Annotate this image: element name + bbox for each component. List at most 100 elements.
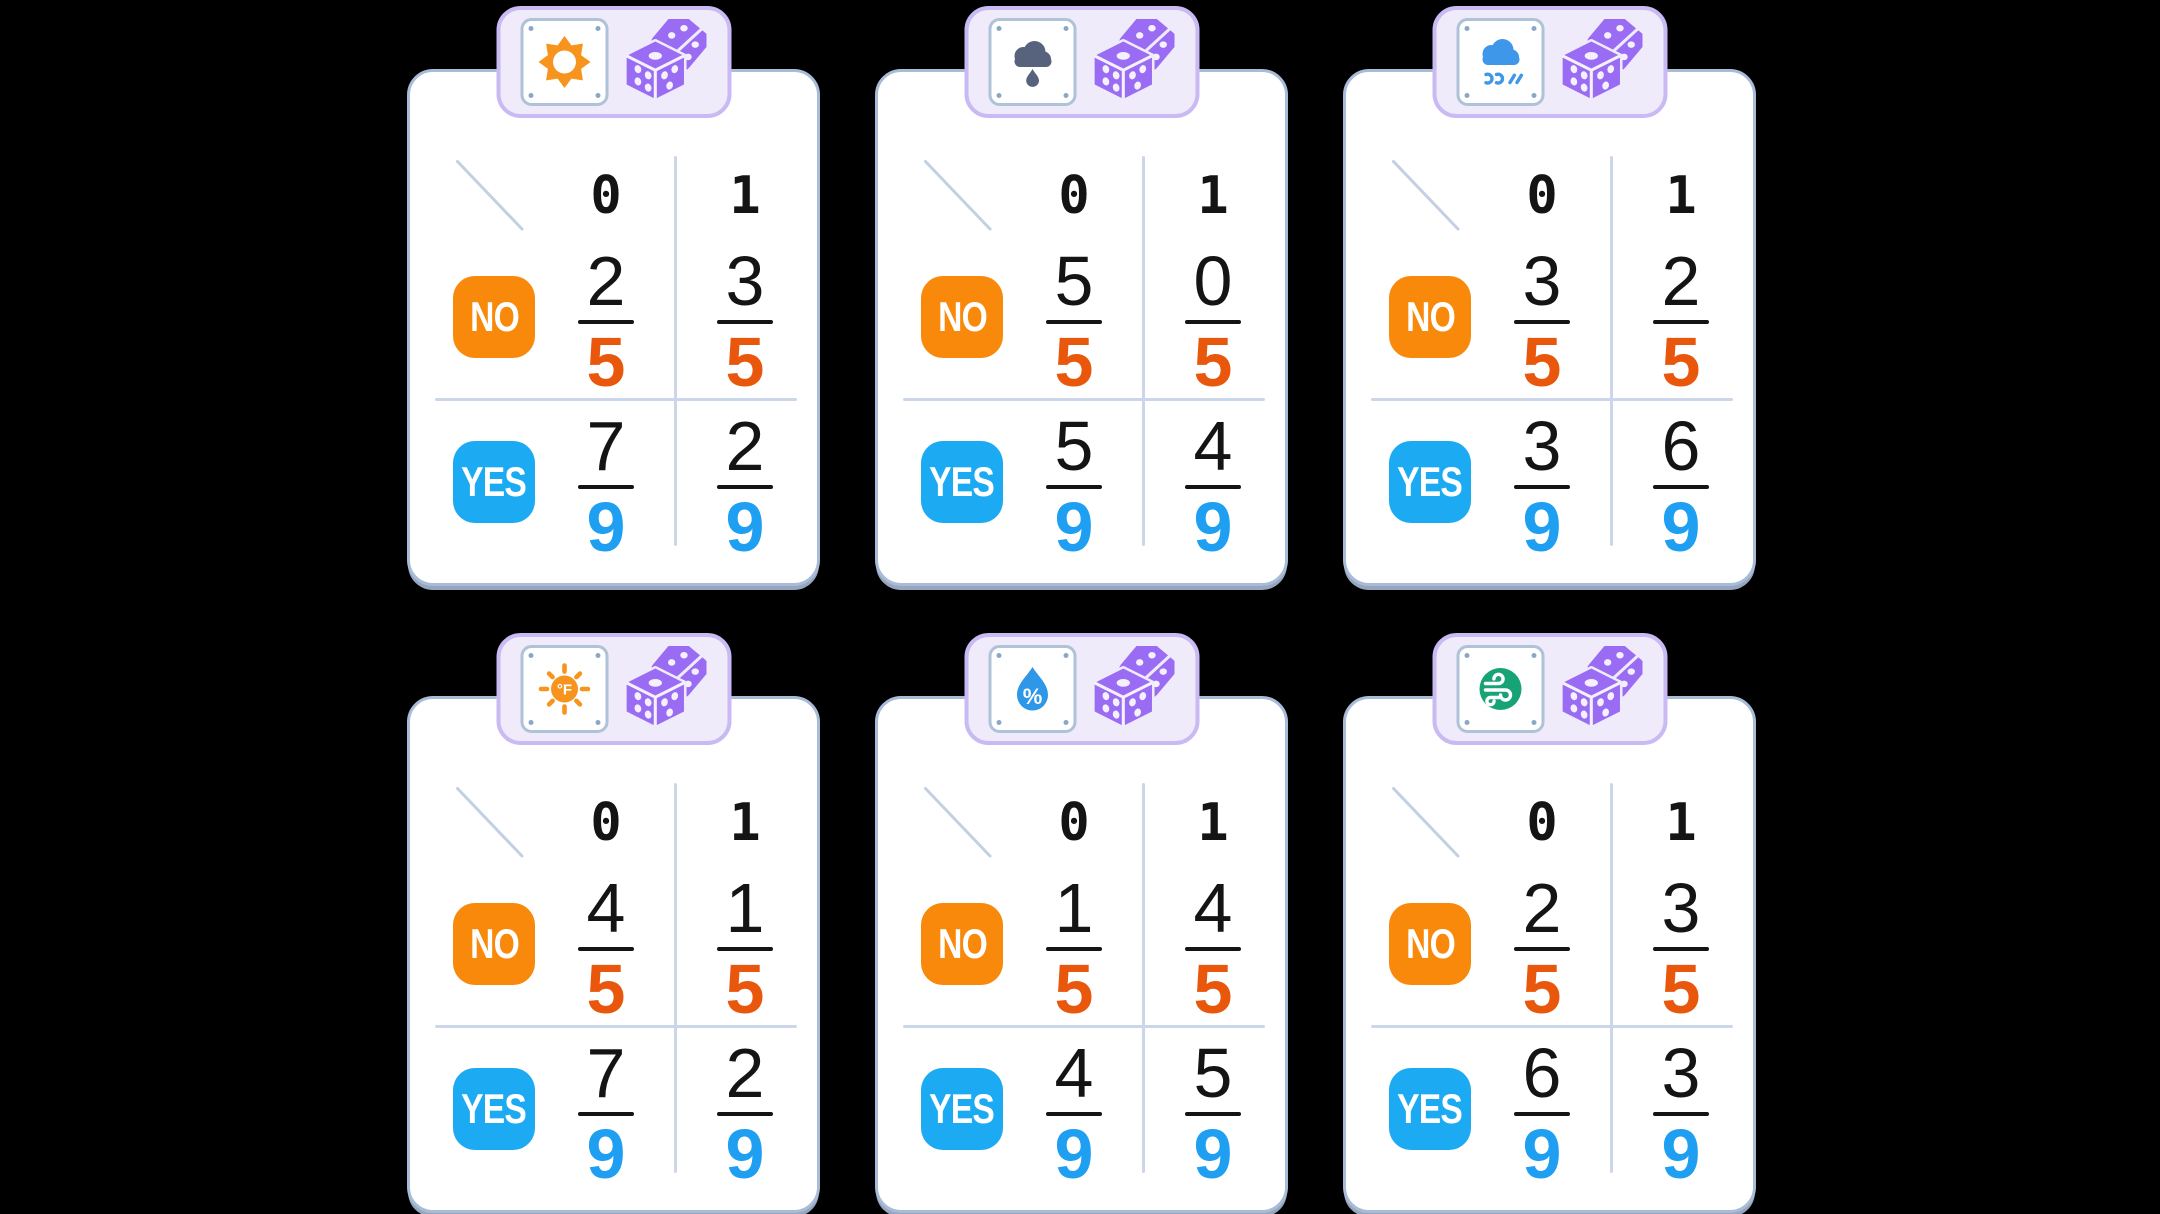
column-divider — [1142, 156, 1145, 546]
card-badge: °F — [496, 633, 731, 745]
row-label-no: NO — [921, 903, 1003, 985]
fraction-bar — [1514, 484, 1570, 489]
card-overcast-windy: 0 1 NO 3 5 2 5 YES 3 9 6 9 — [1343, 6, 1756, 586]
row-label-yes: YES — [1389, 441, 1471, 523]
fraction-yes-col0: 4 9 — [1046, 1034, 1102, 1188]
fraction-yes-col1: 6 9 — [1653, 407, 1709, 566]
denominator: 9 — [1661, 1114, 1701, 1193]
denominator: 5 — [725, 322, 765, 401]
fraction-yes-col1: 5 9 — [1185, 1034, 1241, 1193]
header-diagonal-line — [456, 160, 524, 231]
fraction-no-col1: 4 5 — [1185, 869, 1241, 1028]
fraction-no-col1: 0 5 — [1185, 246, 1241, 396]
numerator: 2 — [586, 242, 626, 320]
fraction-bar — [1653, 319, 1709, 324]
denominator: 9 — [1661, 487, 1701, 566]
numerator: 7 — [586, 1034, 626, 1112]
column-header-0: 0 — [590, 793, 622, 853]
numerator: 6 — [1661, 407, 1701, 485]
numerator: 7 — [586, 407, 626, 485]
denominator: 5 — [586, 949, 626, 1028]
fraction-bar — [578, 1111, 634, 1116]
screw-dot — [1531, 653, 1537, 658]
icon-plate — [520, 18, 609, 106]
card-sunny: 0 1 NO 2 5 3 5 YES 7 9 2 9 — [407, 6, 820, 586]
row-divider — [1371, 1025, 1733, 1028]
header-diagonal-line — [456, 787, 524, 858]
numerator: 1 — [1054, 869, 1094, 947]
numerator: 4 — [1054, 1034, 1094, 1112]
sun-icon — [538, 36, 591, 88]
numerator: 3 — [725, 242, 765, 320]
numerator: 2 — [725, 407, 765, 485]
denominator: 9 — [1054, 487, 1094, 566]
denominator: 9 — [1193, 1114, 1233, 1193]
row-label-text: NO — [1405, 293, 1456, 340]
column-header-0: 0 — [1058, 793, 1090, 853]
rain-cloud-icon — [1014, 41, 1052, 87]
header-diagonal-line — [1392, 787, 1460, 858]
fraction-yes-col1: 2 9 — [717, 407, 773, 566]
screw-dot — [1063, 653, 1069, 658]
column-header-1: 1 — [729, 793, 761, 853]
fraction-bar — [1046, 946, 1102, 951]
fraction-no-col1: 2 5 — [1653, 246, 1709, 401]
screw-dot — [595, 26, 601, 31]
fraction-no-col1: 3 5 — [1653, 873, 1709, 1028]
fraction-bar — [1185, 946, 1241, 951]
dice-icon — [1557, 19, 1643, 105]
fraction-no-col0: 3 5 — [1514, 246, 1570, 401]
denominator: 5 — [725, 949, 765, 1028]
row-label-no: NO — [921, 276, 1003, 358]
numerator: 6 — [1522, 1034, 1562, 1112]
screw-dot — [528, 653, 534, 658]
row-label-text: YES — [929, 1085, 996, 1132]
fraction-no-col0: 5 5 — [1046, 242, 1102, 396]
fraction-bar — [717, 946, 773, 951]
denominator: 5 — [1661, 322, 1701, 401]
fraction-bar — [578, 484, 634, 489]
icon-plate — [1456, 18, 1545, 106]
fraction-no-col0: 2 5 — [578, 242, 634, 396]
denominator: 5 — [1522, 322, 1562, 401]
svg-text:%: % — [1023, 684, 1043, 709]
screw-dot — [1464, 653, 1470, 658]
screw-dot — [996, 653, 1002, 658]
row-label-no: NO — [1389, 276, 1471, 358]
card-badge — [496, 6, 731, 118]
numerator: 4 — [1193, 869, 1233, 947]
fraction-bar — [1653, 1111, 1709, 1116]
screw-dot — [1531, 26, 1537, 31]
screw-dot — [595, 93, 601, 98]
fraction-no-col0: 1 5 — [1046, 869, 1102, 1023]
fraction-bar — [1185, 1111, 1241, 1116]
numerator: 1 — [725, 869, 765, 947]
row-label-text: NO — [469, 920, 520, 967]
numerator: 2 — [725, 1034, 765, 1112]
fraction-yes-col1: 2 9 — [717, 1034, 773, 1193]
denominator: 9 — [725, 1114, 765, 1193]
fraction-no-col1: 1 5 — [717, 869, 773, 1028]
header-diagonal-line — [924, 160, 992, 231]
denominator: 5 — [1522, 949, 1562, 1028]
denominator: 9 — [1522, 1114, 1562, 1193]
screw-dot — [1531, 720, 1537, 725]
fraction-bar — [1653, 484, 1709, 489]
denominator: 9 — [725, 487, 765, 566]
dice-icon — [1557, 646, 1643, 732]
fraction-yes-col0: 5 9 — [1046, 411, 1102, 566]
column-header-1: 1 — [1665, 166, 1697, 226]
denominator: 9 — [1193, 487, 1233, 566]
screw-dot — [1464, 26, 1470, 31]
numerator: 5 — [1193, 1034, 1233, 1112]
row-label-no: NO — [453, 276, 535, 358]
numerator: 5 — [1054, 242, 1094, 320]
row-divider — [435, 1025, 797, 1028]
cards-grid: 0 1 NO 2 5 3 5 YES 7 9 2 9 — [407, 6, 1756, 1213]
row-label-yes: YES — [1389, 1068, 1471, 1150]
denominator: 9 — [586, 487, 626, 566]
denominator: 5 — [1661, 949, 1701, 1028]
fraction-yes-col1: 4 9 — [1185, 411, 1241, 566]
denominator: 5 — [1193, 949, 1233, 1028]
fraction-bar — [717, 319, 773, 324]
